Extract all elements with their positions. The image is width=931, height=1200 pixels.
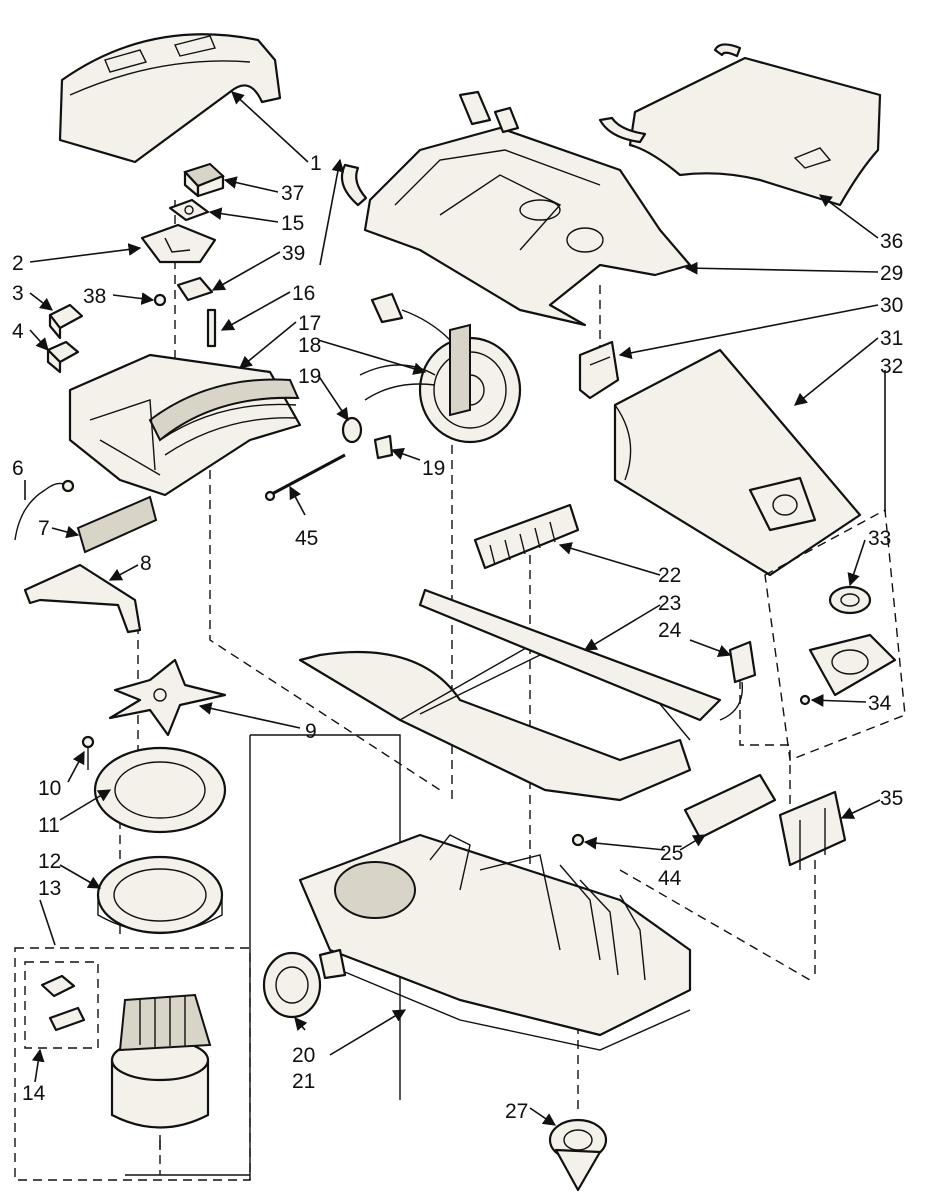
part-22-grille	[473, 503, 580, 570]
label-16: 16	[292, 282, 315, 305]
part-31-dust-bag	[613, 348, 862, 577]
part-37-switch-cap	[183, 162, 225, 198]
leader-lines	[24, 91, 886, 1126]
label-14: 14	[22, 1082, 46, 1105]
part-21-base	[298, 833, 692, 1051]
label-37: 37	[281, 182, 304, 205]
label-15: 15	[281, 212, 304, 235]
part-23-bumper-frame	[298, 588, 722, 802]
part-12-mount-ring	[96, 855, 224, 935]
label-32: 32	[880, 355, 903, 378]
label-35: 35	[880, 787, 903, 810]
label-9: 9	[305, 720, 317, 743]
part-19-socket	[373, 434, 394, 460]
part-16-screw	[206, 308, 217, 348]
label-2: 2	[12, 252, 24, 275]
label-39: 39	[282, 242, 305, 265]
label-4: 4	[12, 320, 24, 343]
label-17: 17	[298, 312, 321, 335]
part-24-switch	[719, 640, 757, 721]
label-45: 45	[295, 527, 318, 550]
label-20: 20	[292, 1044, 315, 1067]
part-2-switch-bracket	[140, 223, 217, 264]
label-30: 30	[880, 294, 903, 317]
label-3: 3	[12, 282, 24, 305]
label-31: 31	[880, 327, 903, 350]
label-25: 25	[660, 842, 683, 865]
label-34: 34	[868, 692, 892, 715]
part-15-switch-plate	[168, 198, 210, 222]
part-44-cover	[683, 773, 777, 840]
part-30-bag-bracket	[578, 340, 620, 400]
part-13-motor-assembly-box	[14, 947, 251, 1181]
label-18: 18	[298, 334, 321, 357]
part-35-bracket	[778, 790, 847, 870]
part-18-cord-reel	[359, 292, 522, 444]
part-36-lid	[598, 43, 882, 207]
part-8-bracket	[23, 563, 142, 634]
label-10: 10	[38, 777, 61, 800]
label-22: 22	[658, 564, 681, 587]
label-12: 12	[38, 850, 61, 873]
part-34-bag-holder	[799, 633, 897, 706]
label-29: 29	[880, 262, 903, 285]
label-23: 23	[658, 592, 681, 615]
part-labels: 1 37 15 2 39 38 3 16 4 17 18 19 19 6 7 4…	[12, 152, 903, 1123]
part-11-ring	[93, 746, 227, 834]
part-32-bag-housing-box	[764, 508, 906, 761]
part-33-ring	[828, 585, 872, 615]
label-13: 13	[38, 877, 61, 900]
label-24: 24	[658, 619, 682, 642]
label-21: 21	[292, 1070, 315, 1093]
part-38-screw	[153, 293, 167, 307]
label-11: 11	[38, 814, 60, 837]
label-8: 8	[140, 552, 152, 575]
part-14-brush-kit	[40, 974, 86, 1032]
part-10-screw	[81, 735, 95, 770]
label-6: 6	[12, 457, 24, 480]
part-6-wire	[14, 479, 75, 541]
part-3-switch	[48, 303, 84, 340]
part-27-caster	[548, 1118, 608, 1192]
label-44: 44	[658, 867, 682, 890]
label-19b: 19	[422, 457, 445, 480]
label-19: 19	[298, 365, 321, 388]
part-45-rod	[264, 453, 346, 502]
part-1-top-cover	[58, 33, 282, 164]
label-36: 36	[880, 230, 903, 253]
part-17-motor-housing	[68, 353, 302, 497]
motor	[110, 993, 212, 1150]
label-1: 1	[310, 152, 322, 175]
label-33: 33	[868, 527, 891, 550]
part-7-filter	[76, 495, 158, 554]
label-7: 7	[38, 517, 50, 540]
part-19-bulb	[341, 416, 363, 444]
part-9-fan	[108, 658, 227, 737]
part-20-wheel	[262, 948, 347, 1019]
part-39-clip	[176, 276, 214, 302]
part-29-upper-housing	[340, 90, 692, 327]
part-25-screw	[571, 833, 585, 847]
part-4-switch	[46, 340, 80, 374]
label-27: 27	[505, 1100, 528, 1123]
label-38: 38	[83, 285, 106, 308]
